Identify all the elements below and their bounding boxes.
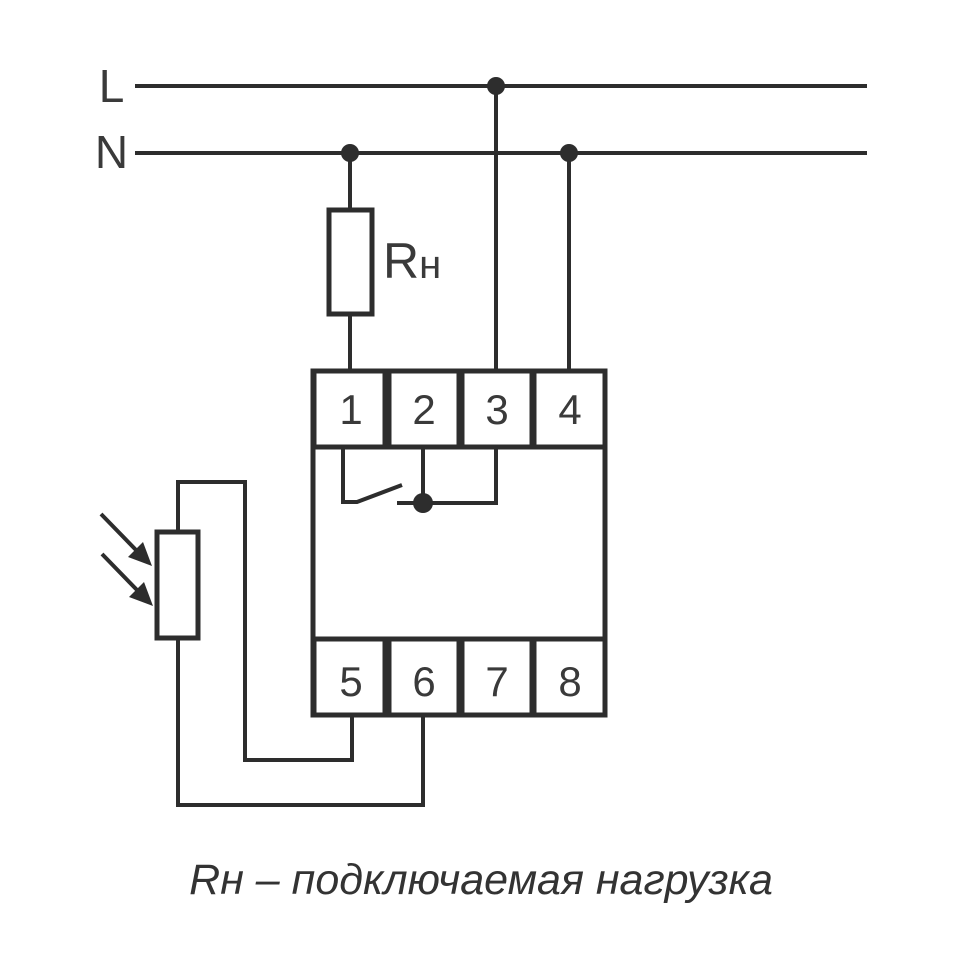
terminal-7 — [459, 636, 535, 718]
sensor-wire-to-terminal6 — [176, 638, 425, 807]
terminal-3-label: 3 — [485, 386, 508, 433]
live-line-label: L — [99, 60, 126, 112]
caption: Rн – подключаемая нагрузка — [189, 856, 773, 904]
light-rays-icon — [99, 512, 153, 606]
wire-terminal3-internal — [423, 446, 498, 505]
load-label-sub: н — [419, 243, 441, 287]
neutral-line-label: N — [95, 126, 129, 178]
terminal-4-label: 4 — [558, 386, 581, 433]
relay-contact-blade — [341, 446, 403, 504]
relay-junction-dot — [413, 493, 433, 513]
terminal-2 — [386, 368, 462, 450]
photo-sensor-circuit — [99, 480, 425, 807]
light-ray-arrow-icon — [100, 552, 153, 606]
terminal-3 — [459, 368, 535, 450]
load-resistor — [326, 207, 375, 317]
terminal-1-label: 1 — [339, 386, 362, 433]
sensor-wire-to-terminal5 — [176, 480, 354, 762]
terminal-row-bottom: 5 6 7 8 — [311, 636, 608, 718]
terminal-6-label: 6 — [412, 658, 435, 705]
terminal-5-label: 5 — [339, 658, 362, 705]
relay-contact — [341, 446, 498, 513]
junction-dot-neutral-terminal4 — [560, 144, 578, 162]
load-label-main: R — [383, 233, 419, 289]
terminal-7-label: 7 — [485, 658, 508, 705]
junction-dot-live — [487, 77, 505, 95]
terminal-2-label: 2 — [412, 386, 435, 433]
terminal-row-top: 1 2 3 4 — [311, 368, 608, 450]
load-label: Rн — [383, 233, 441, 289]
terminal-5 — [311, 636, 388, 718]
junction-dot-neutral-load — [341, 144, 359, 162]
terminal-8-label: 8 — [558, 658, 581, 705]
light-ray-arrow-icon — [99, 512, 152, 566]
photo-sensor — [154, 529, 201, 641]
terminal-8 — [531, 636, 608, 718]
